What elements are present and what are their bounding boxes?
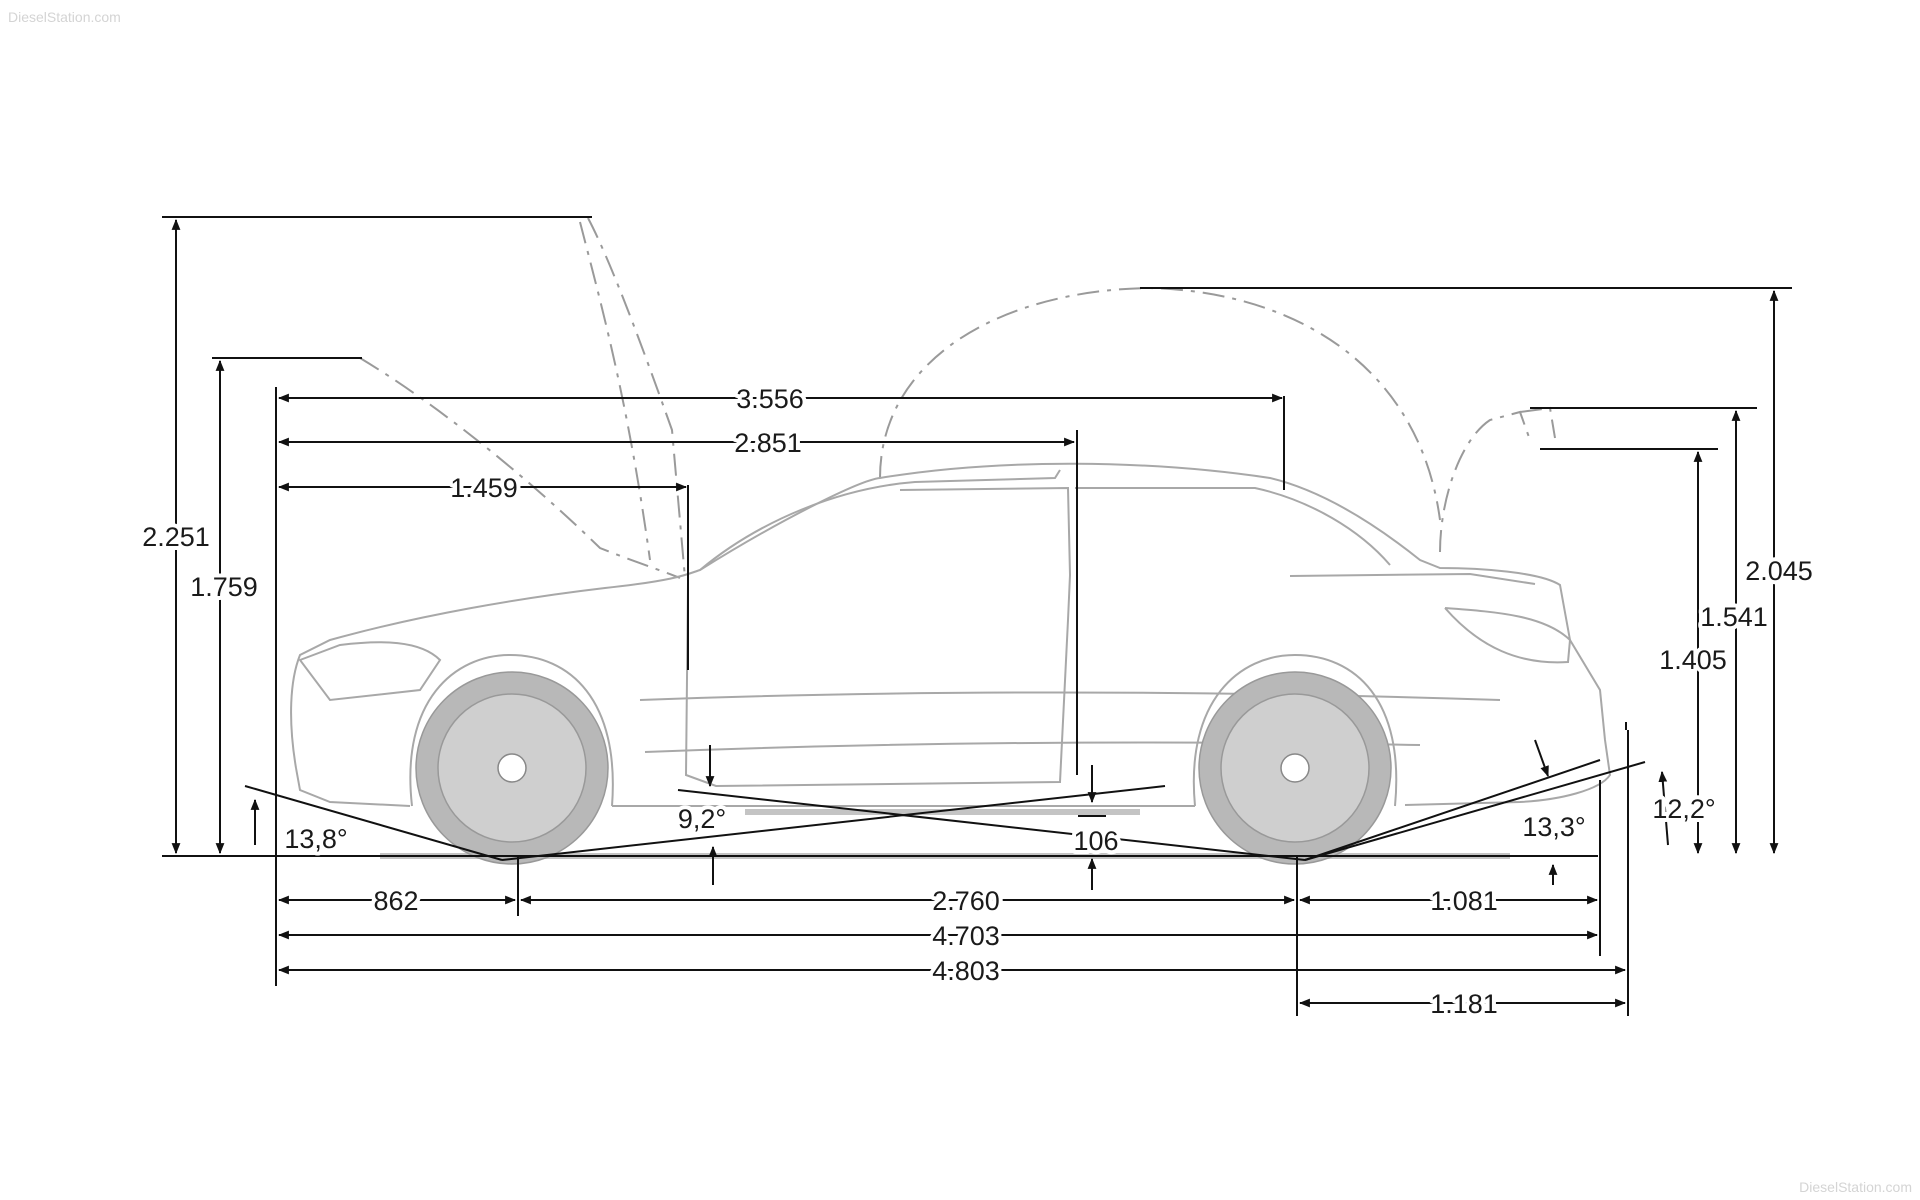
watermark-top: DieselStation.com xyxy=(8,9,121,25)
dimension-arrows xyxy=(171,218,1779,1008)
label-height-hood-front: 1.759 xyxy=(190,572,258,602)
label-front-overhang: 862 xyxy=(373,886,418,916)
label-height-overall: 1.405 xyxy=(1659,645,1727,675)
front-wheel xyxy=(409,653,614,865)
car-body xyxy=(290,462,1612,807)
label-hood-rear-to-front: 1.459 xyxy=(450,473,518,503)
label-rear-overhang-hitch: 1.181 xyxy=(1430,989,1498,1019)
watermark-bottom: DieselStation.com xyxy=(1799,1179,1912,1195)
label-length: 4.703 xyxy=(932,921,1000,951)
reference-lines xyxy=(162,216,1792,1016)
label-height-roof-open: 2.045 xyxy=(1745,556,1813,586)
label-ramp-angle: 9,2° xyxy=(678,804,726,834)
label-b-pillar-to-front: 2.851 xyxy=(734,428,802,458)
label-height-trunk-open: 1.541 xyxy=(1700,602,1768,632)
label-departure-angle: 13,3° xyxy=(1522,812,1585,842)
label-roof-to-front: 3.556 xyxy=(736,384,804,414)
label-rear-overhang: 1.081 xyxy=(1430,886,1498,916)
rear-wheel xyxy=(1192,653,1398,865)
label-ground-clearance: 106 xyxy=(1073,826,1118,856)
label-height-hood-open: 2.251 xyxy=(142,522,210,552)
label-length-with-hitch: 4.803 xyxy=(932,956,1000,986)
label-wheelbase: 2.760 xyxy=(932,886,1000,916)
label-departure-angle-hitch: 12,2° xyxy=(1652,794,1715,824)
dimension-labels: 2.251 1.759 3.556 2.851 1.459 2.045 1.54… xyxy=(138,380,1817,1023)
label-approach-angle: 13,8° xyxy=(284,824,347,854)
